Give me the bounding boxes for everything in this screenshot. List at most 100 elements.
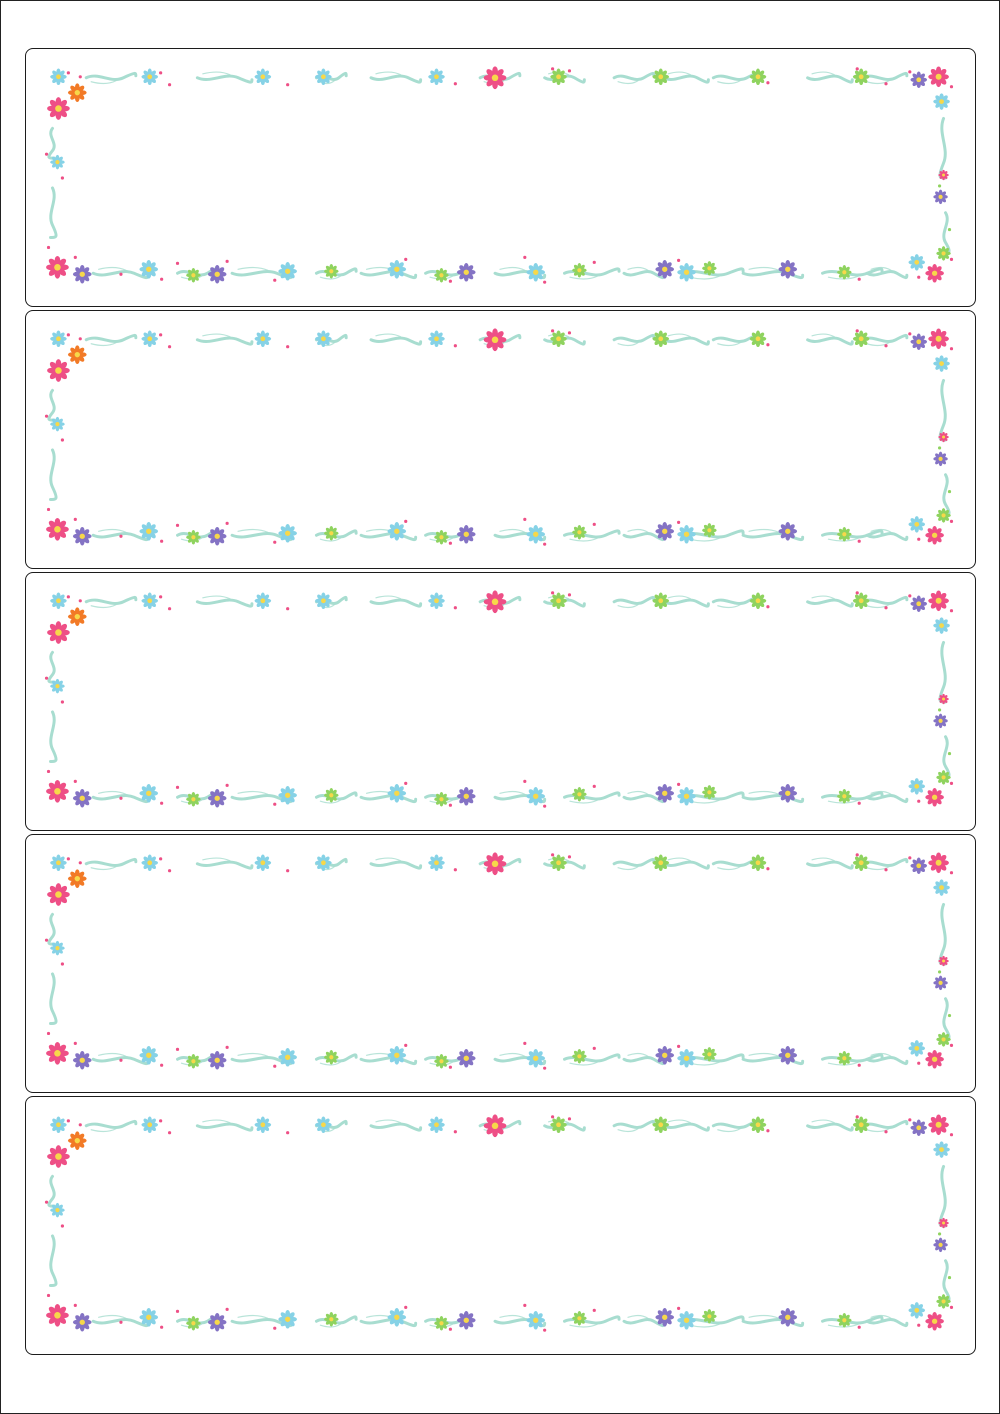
flower-icon <box>141 854 158 872</box>
flower-icon <box>387 259 407 279</box>
flower-icon <box>677 1048 696 1068</box>
sparkle-dot <box>567 855 572 859</box>
sparkle-dot <box>286 1131 290 1135</box>
sparkle-dot <box>453 344 457 348</box>
flower-icon <box>928 590 949 612</box>
vine-swirl <box>319 1323 341 1328</box>
flower-icon <box>908 1040 926 1057</box>
flower-icon <box>428 68 445 86</box>
vine-swirl <box>870 1314 892 1319</box>
sparkle-dot <box>857 539 861 543</box>
vine-swirl <box>202 857 231 862</box>
label-writing-area[interactable] <box>96 633 905 770</box>
flower-icon <box>677 262 696 282</box>
vine-swirl <box>942 473 951 516</box>
label-card[interactable] <box>25 834 976 1093</box>
vine-swirl <box>84 857 138 867</box>
sparkle-dot <box>947 228 952 232</box>
vine-swirl <box>359 532 418 542</box>
vine-swirl <box>870 266 892 271</box>
vine-swirl <box>717 604 741 609</box>
sparkle-dot <box>884 1130 888 1134</box>
vine-swirl <box>870 790 892 795</box>
sparkle-dot <box>44 152 49 156</box>
vine-swirl <box>627 528 649 533</box>
vine-swirl <box>98 790 127 795</box>
flower-icon <box>655 1307 675 1327</box>
sparkle-dot <box>46 769 51 774</box>
label-writing-area[interactable] <box>96 371 905 508</box>
vine-swirl <box>860 857 909 867</box>
sparkle-dot <box>175 1309 180 1313</box>
vine-swirl <box>811 857 835 862</box>
flower-icon <box>324 788 339 803</box>
flower-icon <box>324 1312 339 1327</box>
label-card[interactable] <box>25 310 976 569</box>
vine-swirl <box>662 1122 710 1132</box>
vine-swirl <box>717 1128 741 1133</box>
vine-swirl <box>49 1234 58 1288</box>
label-writing-area[interactable] <box>96 1157 905 1294</box>
vine-swirl <box>860 333 909 343</box>
sparkle-dot <box>592 260 596 264</box>
sparkle-dot <box>60 700 64 704</box>
sparkle-dot <box>159 71 163 75</box>
flower-icon <box>186 792 201 807</box>
flower-icon <box>428 330 445 348</box>
sparkle-dot <box>404 519 408 523</box>
flower-icon <box>186 268 201 283</box>
flower-icon <box>677 524 696 544</box>
flower-icon <box>852 330 870 348</box>
sparkle-dot <box>917 1323 921 1327</box>
vine-swirl <box>499 528 526 533</box>
sparkle-dot <box>73 1041 77 1045</box>
sparkle-dot <box>523 779 527 783</box>
flower-icon <box>278 261 297 281</box>
label-writing-area[interactable] <box>96 109 905 246</box>
vine-swirl <box>717 80 741 85</box>
vine-swirl <box>612 595 656 605</box>
vine-swirl <box>682 529 745 539</box>
sparkle-dot <box>73 779 77 783</box>
vine-swirl <box>612 1119 656 1129</box>
flower-icon <box>933 1141 950 1158</box>
flower-icon <box>456 786 476 806</box>
flower-icon <box>141 1116 158 1134</box>
vine-swirl <box>47 126 56 160</box>
vine-swirl <box>318 80 335 85</box>
sparkle-dot <box>46 1031 51 1036</box>
flower-icon <box>928 328 949 350</box>
flower-icon <box>852 1116 870 1134</box>
flower-icon <box>936 246 951 261</box>
flower-icon <box>483 66 507 90</box>
vine-swirl <box>627 266 649 271</box>
sparkle-dot <box>60 176 64 180</box>
sparkle-dot <box>947 1276 952 1280</box>
flower-icon <box>387 521 407 541</box>
sparkle-dot <box>119 1058 123 1062</box>
sparkle-dot <box>286 607 290 611</box>
vine-swirl <box>612 71 656 81</box>
flower-icon <box>278 1047 297 1067</box>
label-card[interactable] <box>25 572 976 831</box>
floral-border <box>44 66 954 284</box>
flower-icon <box>572 1311 587 1326</box>
flower-icon <box>749 1116 767 1134</box>
flower-icon <box>933 975 948 991</box>
label-card[interactable] <box>25 1096 976 1355</box>
flower-icon <box>655 521 675 541</box>
vine-swirl <box>47 1174 56 1208</box>
vine-swirl <box>84 1119 138 1129</box>
sparkle-dot <box>167 83 172 87</box>
flower-icon <box>778 1307 798 1327</box>
label-card[interactable] <box>25 48 976 307</box>
label-writing-area[interactable] <box>96 895 905 1032</box>
sparkle-dot <box>937 184 942 188</box>
vine-swirl <box>49 448 58 502</box>
flower-icon <box>910 857 928 875</box>
vine-swirl <box>375 333 402 338</box>
vine-swirl <box>49 972 58 1026</box>
sparkle-dot <box>949 1305 954 1309</box>
sparkle-dot <box>908 1118 912 1122</box>
vine-swirl <box>369 336 423 346</box>
